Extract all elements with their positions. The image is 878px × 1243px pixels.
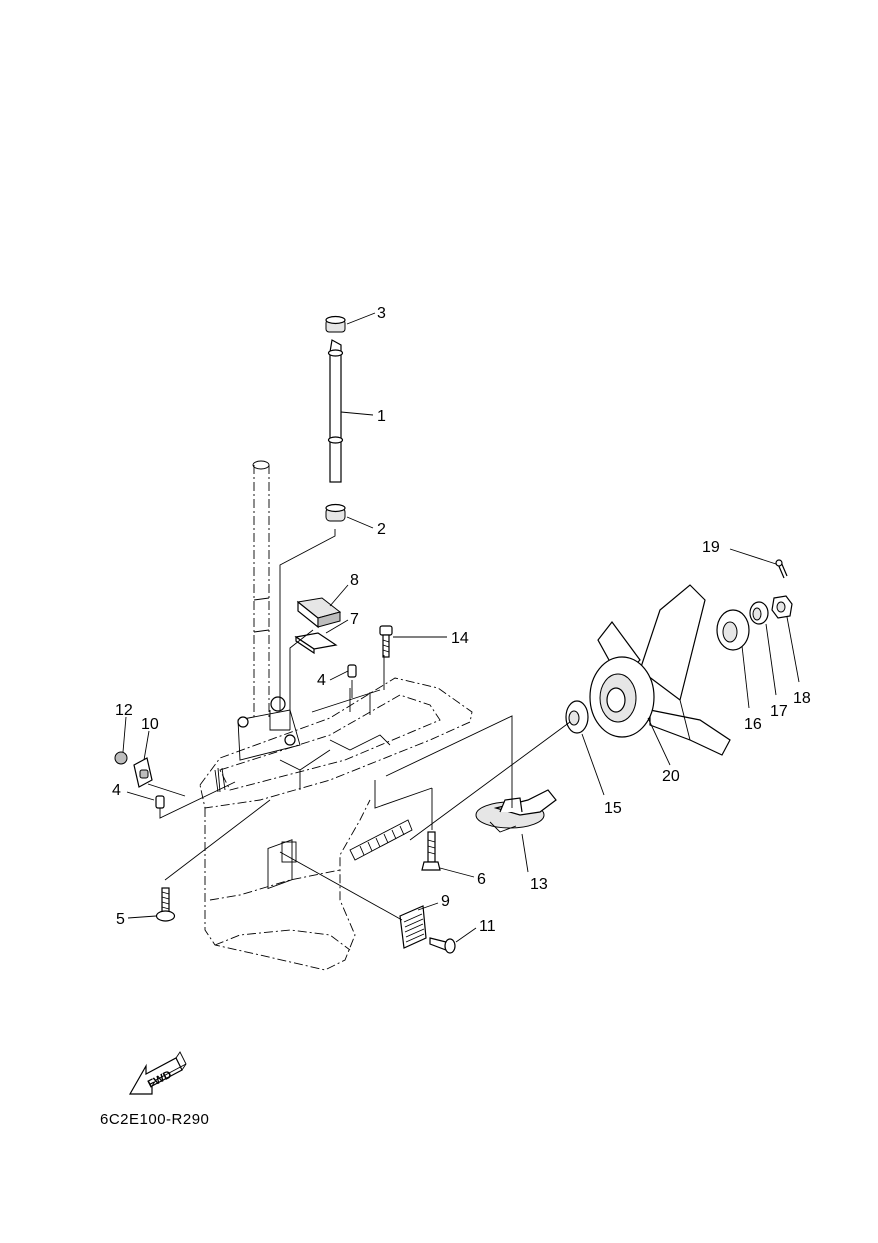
part-5-bolt [155, 887, 176, 922]
part-10-seal [133, 757, 153, 788]
part-17-spacer [749, 601, 769, 625]
part-7-plate [294, 632, 338, 655]
part-19-cotter-pin [775, 559, 788, 579]
callout-19: 19 [702, 539, 720, 556]
callout-5: 5 [116, 911, 125, 928]
callout-13: 13 [530, 876, 548, 893]
part-14-bolt [379, 625, 393, 658]
shift-rod [327, 339, 344, 483]
callout-11: 11 [479, 918, 496, 935]
part-4-dowel-upper [347, 664, 357, 678]
part-9-plate [399, 905, 427, 949]
callout-7: 7 [350, 611, 359, 628]
callout-6: 6 [477, 871, 486, 888]
callout-labels: 3 1 2 8 7 14 4 12 10 4 5 6 9 11 13 15 20… [112, 305, 811, 935]
callout-4-upper: 4 [317, 672, 326, 689]
part-15-washer [565, 700, 589, 734]
leader-lines [122, 312, 800, 943]
callout-2: 2 [377, 521, 386, 538]
part-18-nut [771, 595, 793, 619]
part-13-cap [475, 789, 557, 833]
shift-rod-seal-top [325, 315, 346, 333]
callout-1: 1 [377, 408, 386, 425]
part-12-grommet [114, 751, 128, 765]
callout-20: 20 [662, 768, 680, 785]
fwd-arrow-icon: FWD [128, 1051, 187, 1095]
part-4-dowel-lower [155, 795, 165, 809]
drive-shaft [252, 460, 270, 720]
part-11-screw [429, 937, 456, 954]
callout-17: 17 [770, 703, 788, 720]
part-6-bolt [421, 831, 441, 871]
callout-15: 15 [604, 800, 622, 817]
callout-9: 9 [441, 893, 450, 910]
part-8-block [296, 597, 342, 629]
callout-3: 3 [377, 305, 386, 322]
shift-rod-bushing [325, 503, 346, 522]
callout-8: 8 [350, 572, 359, 589]
lower-casing [199, 677, 473, 971]
part-20-propeller [589, 584, 731, 756]
assembly-lines [147, 529, 571, 921]
callout-16: 16 [744, 716, 762, 733]
callout-12: 12 [115, 702, 133, 719]
part-16-washer [716, 609, 750, 651]
callout-14: 14 [451, 630, 469, 647]
drawing-code: 6C2E100-R290 [100, 1111, 210, 1128]
callout-4-lower: 4 [112, 782, 121, 799]
callout-10: 10 [141, 716, 159, 733]
callout-18: 18 [793, 690, 811, 707]
